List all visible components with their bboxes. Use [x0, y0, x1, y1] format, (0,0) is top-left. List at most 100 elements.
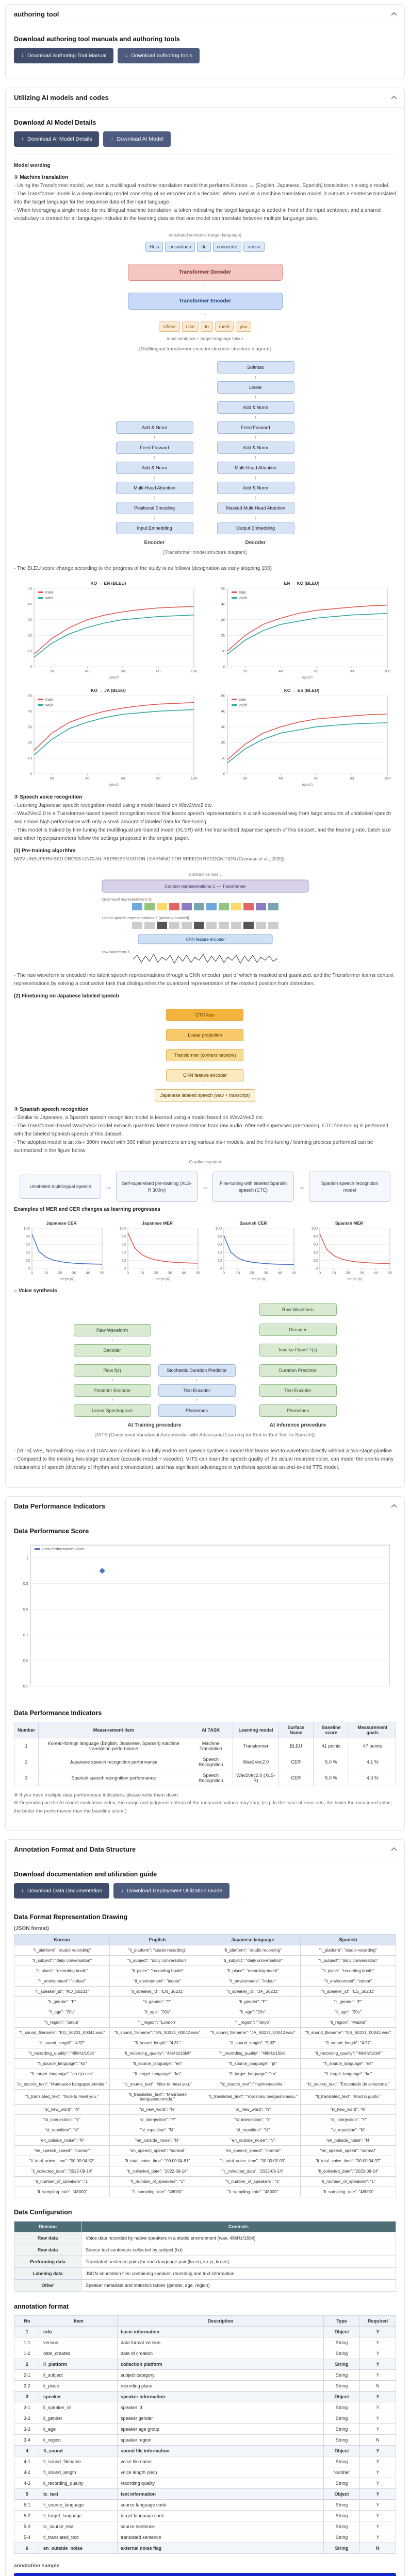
download-icon: ↓	[121, 1887, 124, 1893]
table-cell: "sl_interjection": "Y"	[14, 2114, 110, 2125]
column-header: Learning model	[232, 1722, 280, 1739]
section-header-performance[interactable]: Data Performance Indicators	[6, 1497, 404, 1516]
table-cell: "sl_repetition": "N"	[205, 2124, 301, 2136]
diagram-box: Posterior Encoder	[73, 1384, 151, 1397]
table-cell: "tc_source_text": "Mannaseo bangapseumni…	[14, 2078, 110, 2090]
chevron-up-icon	[391, 12, 397, 18]
section-header-annotation[interactable]: Annotation Format and Data Structure	[6, 1840, 404, 1859]
table-cell: "fi_sound_length": "4.81"	[109, 2037, 205, 2048]
table-cell: String	[323, 2510, 360, 2521]
table-row: "tc_source_text": "Mannaseo bangapseumni…	[14, 2078, 396, 2090]
table-cell: translated sentence	[117, 2531, 324, 2543]
svg-text:0: 0	[30, 772, 32, 776]
svg-text:30: 30	[221, 617, 225, 622]
table-cell: "li_number_of_speakers": "1"	[14, 2176, 110, 2187]
download-icon: ↓	[21, 136, 24, 142]
tab-download-model-details[interactable]: ↓ Download AI Model Details	[14, 131, 100, 147]
table-cell: Object	[323, 2488, 360, 2500]
svg-text:20: 20	[154, 1270, 158, 1275]
arrow-up-icon: ↑	[111, 1378, 113, 1384]
table-cell: "li_gender": "F"	[109, 1996, 205, 2007]
table-cell: "li_platform": "studio recording"	[14, 1944, 110, 1956]
svg-text:0: 0	[30, 665, 32, 669]
table-cell: "en_speech_speed": "normal"	[205, 2145, 301, 2156]
column-header: Surface Name	[278, 1722, 314, 1739]
figure-caption: [Multilingual transformer encoder-decode…	[139, 346, 271, 352]
column-header: No	[14, 2315, 40, 2327]
table-cell: Y	[359, 2347, 396, 2359]
table-cell: 3-1	[14, 2401, 40, 2413]
table-cell: String	[323, 2336, 360, 2348]
table-cell: li_region	[40, 2434, 118, 2446]
arrow-up-icon: ↑	[153, 475, 156, 481]
transformer-structure-figure: Add & Norm↑Feed Forward↑Add & Norm↑Multi…	[14, 361, 396, 546]
table-cell: "tl_translated_text": "Mannaseo bangapse…	[109, 2089, 205, 2105]
svg-text:train: train	[45, 590, 53, 595]
table-cell: "en_outside_noise": "N"	[14, 2134, 110, 2146]
table-cell: Y	[359, 2336, 396, 2348]
paragraph: - Using the Transformer model, we train …	[14, 183, 390, 189]
table-row: "li_environment": "indoor""li_environmen…	[14, 1975, 396, 1987]
speech-recognition-paragraphs: ② Speech voice recognition- Learning Jap…	[14, 793, 396, 843]
download-utilization-guide-button[interactable]: ↓ Download Deployment Utilization Guide	[113, 1883, 230, 1899]
svg-text:50: 50	[221, 586, 225, 591]
svg-text:60: 60	[121, 669, 125, 673]
diagram-box: Japanese labeled speech (wav + transcrip…	[154, 1089, 256, 1101]
svg-text:60: 60	[314, 776, 318, 781]
arrow-up-icon: ↑	[204, 255, 206, 261]
table-cell: "fi_source_language": "ko"	[14, 2058, 110, 2069]
svg-text:40: 40	[27, 602, 31, 606]
table-cell: Korean-foreign language (English, Japane…	[38, 1738, 189, 1755]
table-cell: "sl_repetition": "N"	[300, 2124, 396, 2136]
table-cell: String	[323, 2531, 360, 2543]
section-header-ai-models[interactable]: Utilizing AI models and codes	[6, 88, 404, 107]
download-authoring-tools-button[interactable]: ↓ Download authoring tools	[118, 48, 200, 63]
paragraph: - [VITS] VAE, Normalizing Flow and GAN a…	[14, 1448, 393, 1454]
table-cell: "li_collected_date": "2022-09-14"	[205, 2165, 301, 2177]
download-data-documentation-button[interactable]: ↓ Download Data Documentation	[14, 1883, 110, 1899]
table-cell: CER	[278, 1754, 314, 1771]
chevron-up-icon	[391, 1847, 397, 1853]
table-cell: text information	[117, 2488, 324, 2500]
table-cell: source sentence	[117, 2520, 324, 2532]
table-cell: "en_outside_noise": "N"	[109, 2134, 205, 2146]
flow-box: Unlabeled multilingual speech	[20, 1175, 101, 1199]
table-cell: info	[40, 2326, 118, 2337]
table-cell: "li_gender": "F"	[14, 1996, 110, 2007]
diagram-box: Softmax	[217, 361, 294, 374]
diagram-box: Phonemes	[259, 1404, 337, 1417]
table-cell: Machine Translation	[188, 1738, 233, 1755]
diagram-box: Transformer (context network)	[166, 1049, 244, 1061]
svg-text:40: 40	[85, 776, 89, 781]
svg-text:train: train	[239, 697, 247, 702]
section-body-annotation: Download documentation and utilization g…	[6, 1858, 404, 2576]
tab-download-model[interactable]: ↓ Download AI Model	[103, 131, 171, 147]
svg-text:60: 60	[314, 669, 318, 673]
diagram-box: CNN feature encoder	[166, 1069, 244, 1081]
table-cell: "fi_sound_length": "4.97"	[300, 2037, 396, 2048]
paragraph: - Similar to Japanese, a Spanish speech …	[14, 1115, 264, 1121]
table-cell: "li_gender": "F"	[205, 1996, 301, 2007]
table-cell: "li_total_voice_time": "00:00:04.52"	[14, 2155, 110, 2166]
column-header: Item	[40, 2315, 118, 2327]
table-cell: "li_subject": "daily conversation"	[300, 1955, 396, 1966]
table-cell: speaker information	[117, 2391, 324, 2402]
section-header-authoring-tool[interactable]: authoring tool	[6, 5, 404, 24]
arrow-up-icon: ↑	[297, 1358, 299, 1364]
diagram-box: Add & Norm	[217, 482, 294, 494]
svg-text:30: 30	[27, 617, 31, 622]
table-cell: "fi_sound_filename": "EN_S0231_00042.wav…	[109, 2027, 205, 2038]
svg-text:epoch: epoch	[302, 675, 313, 680]
download-authoring-manual-button[interactable]: ↓ Download Authoring Tool Manual	[14, 48, 114, 63]
table-cell: 4-1	[14, 2455, 40, 2467]
svg-text:30: 30	[359, 1270, 364, 1275]
svg-text:KO → ES (BLEU): KO → ES (BLEU)	[284, 688, 320, 693]
table-cell: "fi_sound_length": "5.03"	[205, 2037, 301, 2048]
